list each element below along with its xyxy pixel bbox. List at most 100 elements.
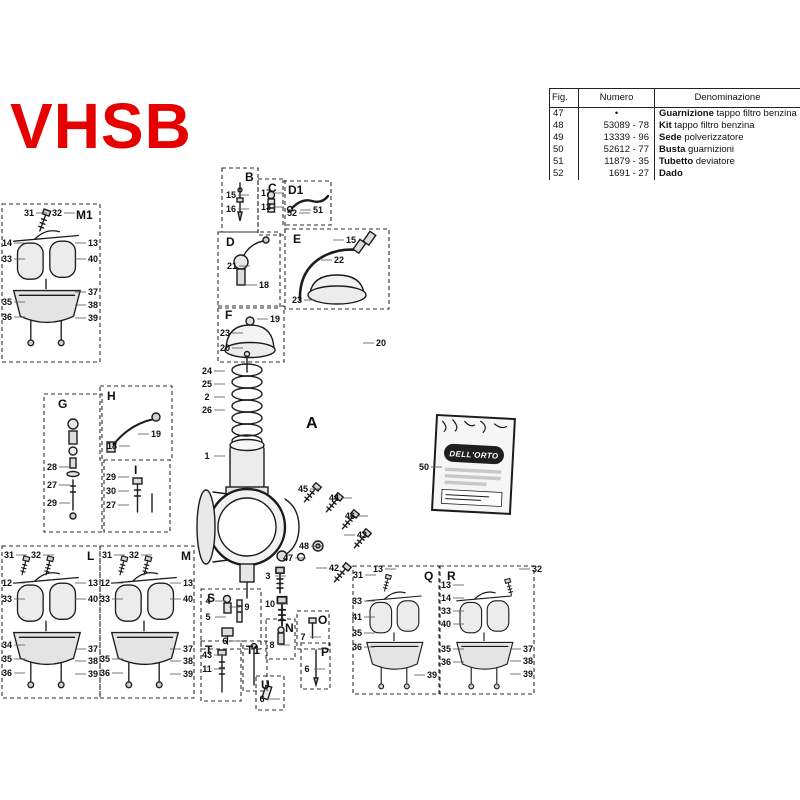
callout-10: 10 xyxy=(265,599,275,609)
group-box-D1 xyxy=(282,180,332,226)
callout-13: 13 xyxy=(88,238,98,248)
cable-h xyxy=(106,412,161,453)
callout-26: 26 xyxy=(202,405,212,415)
screw-o xyxy=(308,617,317,639)
callout-22: 22 xyxy=(334,255,344,265)
denominazione-cell: Kit tappo filtro benzina xyxy=(659,120,755,131)
callout-40: 40 xyxy=(88,594,98,604)
callout-25: 25 xyxy=(202,379,212,389)
throttle-slide xyxy=(229,438,265,490)
callout-2: 2 xyxy=(204,392,209,402)
callout-7: 7 xyxy=(300,632,305,642)
callout-12: 12 xyxy=(100,578,110,588)
group-label-F: F xyxy=(225,308,232,322)
callout-9: 9 xyxy=(244,602,249,612)
callout-5: 5 xyxy=(205,612,210,622)
callout-35: 35 xyxy=(352,628,362,638)
needle-p xyxy=(313,649,319,688)
denominazione-cell: Dado xyxy=(659,168,683,179)
callout-32: 32 xyxy=(52,208,62,218)
callout-40: 40 xyxy=(183,594,193,604)
group-label-D: D xyxy=(226,235,235,249)
callout-33: 33 xyxy=(2,594,12,604)
group-label-C: C xyxy=(268,181,277,195)
group-box-Q xyxy=(352,565,440,695)
group-box-T1 xyxy=(242,640,268,692)
callout-39: 39 xyxy=(427,670,437,680)
group-label-D1: D1 xyxy=(288,183,304,197)
numero-cell: 13339 - 96 xyxy=(579,132,655,144)
group-box-M xyxy=(99,545,195,699)
group-box-S xyxy=(200,588,262,650)
numero-cell: 52612 - 77 xyxy=(579,144,655,156)
callout-38: 38 xyxy=(88,656,98,666)
group-box-L xyxy=(1,545,101,699)
atomizer-stack-g xyxy=(66,418,80,520)
callout-11: 11 xyxy=(202,664,212,674)
callout-50: 50 xyxy=(419,462,429,472)
callout-39: 39 xyxy=(183,669,193,679)
denominazione-cell: Tubetto deviatore xyxy=(659,156,735,167)
callout-6: 6 xyxy=(304,664,309,674)
numero-cell: 53089 - 78 xyxy=(579,120,655,132)
starter-assembly-e xyxy=(298,230,377,305)
callout-18: 18 xyxy=(107,441,117,451)
gasket-bag: DELL'ORTO xyxy=(430,413,516,516)
fig-cell: 49 xyxy=(549,132,579,144)
callout-15: 15 xyxy=(226,190,236,200)
numero-cell: • xyxy=(579,108,655,120)
denominazione-cell: Busta guarnizioni xyxy=(659,144,734,155)
callout-14: 14 xyxy=(441,593,451,603)
callout-27: 27 xyxy=(106,500,116,510)
callout-35: 35 xyxy=(100,654,110,664)
page-title: VHSB xyxy=(10,90,192,162)
callout-44: 44 xyxy=(329,493,339,503)
group-label-L: L xyxy=(87,549,94,563)
group-label-H: H xyxy=(107,389,116,403)
callout-37: 37 xyxy=(523,644,533,654)
callout-19: 19 xyxy=(151,429,161,439)
callout-35: 35 xyxy=(441,644,451,654)
group-box-O xyxy=(296,610,330,650)
callout-34: 34 xyxy=(2,640,12,650)
parts-table: Fig. Numero Denominazione 47•Guarnizione… xyxy=(549,88,800,180)
main-body-label: A xyxy=(306,415,318,432)
float-assembly-m1 xyxy=(13,230,81,347)
callout-33: 33 xyxy=(352,596,362,606)
callout-36: 36 xyxy=(2,668,12,678)
group-box-P xyxy=(300,642,331,690)
bolt-i xyxy=(132,477,153,513)
deviator-tube-d1 xyxy=(286,194,330,213)
callout-1: 1 xyxy=(204,451,209,461)
group-box-T xyxy=(200,640,242,702)
callout-20: 20 xyxy=(376,338,386,348)
group-box-B xyxy=(221,167,259,233)
callout-13: 13 xyxy=(183,578,193,588)
needle-valve-b xyxy=(236,182,244,222)
group-label-N: N xyxy=(285,621,294,635)
group-label-U: U xyxy=(261,678,270,692)
callout-31: 31 xyxy=(4,550,14,560)
callout-21: 21 xyxy=(227,261,237,271)
float-assembly-l xyxy=(13,572,81,689)
jets-s xyxy=(221,594,243,645)
callout-39: 39 xyxy=(523,669,533,679)
callout-43: 43 xyxy=(202,650,212,660)
callout-31: 31 xyxy=(102,550,112,560)
callout-29: 29 xyxy=(106,472,116,482)
fig-cell: 47 xyxy=(549,108,579,120)
group-label-G: G xyxy=(58,397,67,411)
callout-48: 48 xyxy=(299,541,309,551)
group-label-T: T xyxy=(205,643,213,657)
group-box-E xyxy=(284,228,390,310)
header-denominazione: Denominazione xyxy=(694,92,761,103)
callout-12: 12 xyxy=(2,578,12,588)
callout-6: 6 xyxy=(222,636,227,646)
numero-cell: 1691 - 27 xyxy=(579,168,655,180)
callout-36: 36 xyxy=(441,657,451,667)
brand-logo: DELL'ORTO xyxy=(449,449,499,461)
callout-37: 37 xyxy=(183,644,193,654)
